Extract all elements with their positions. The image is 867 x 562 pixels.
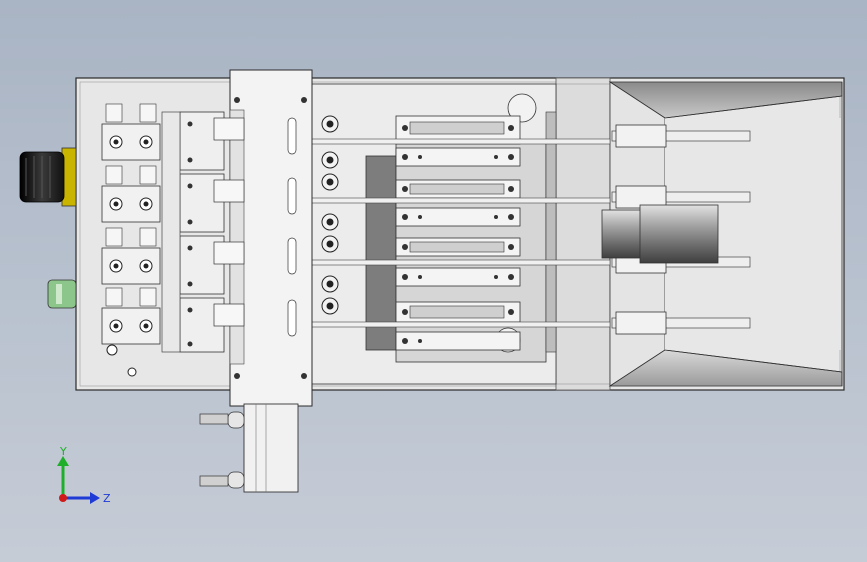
lower-cylinder[interactable]: [199, 403, 299, 493]
fitting-block-3[interactable]: [101, 227, 161, 285]
screw-bottom-left: [106, 344, 118, 356]
transparent-guard[interactable]: [555, 77, 611, 391]
valve-block-1[interactable]: [179, 111, 245, 171]
slide-block-7[interactable]: [395, 301, 521, 323]
regulator-knob[interactable]: [19, 147, 77, 207]
screw-bottom-mid: [127, 367, 137, 377]
slide-block-4[interactable]: [395, 207, 521, 227]
fitting-block-2[interactable]: [101, 165, 161, 223]
pneumatic-cylinder[interactable]: [601, 204, 719, 264]
coordinate-triad: Y Z: [57, 445, 111, 505]
fitting-block-4[interactable]: [101, 287, 161, 345]
valve-rail: [161, 111, 181, 353]
triad-z-label: Z: [103, 492, 111, 505]
slide-block-8[interactable]: [395, 331, 521, 351]
slide-block-3[interactable]: [395, 179, 521, 199]
triad-y-label: Y: [59, 445, 67, 458]
x-axis-marker: [59, 494, 67, 502]
slide-block-5[interactable]: [395, 237, 521, 257]
valve-block-4[interactable]: [179, 297, 245, 353]
electrical-connector[interactable]: [47, 279, 77, 309]
valve-block-3[interactable]: [179, 235, 245, 295]
valve-block-2[interactable]: [179, 173, 245, 233]
knob-screw-column[interactable]: [321, 115, 339, 315]
fitting-block-1[interactable]: [101, 103, 161, 161]
slide-block-2[interactable]: [395, 147, 521, 167]
slide-block-6[interactable]: [395, 267, 521, 287]
